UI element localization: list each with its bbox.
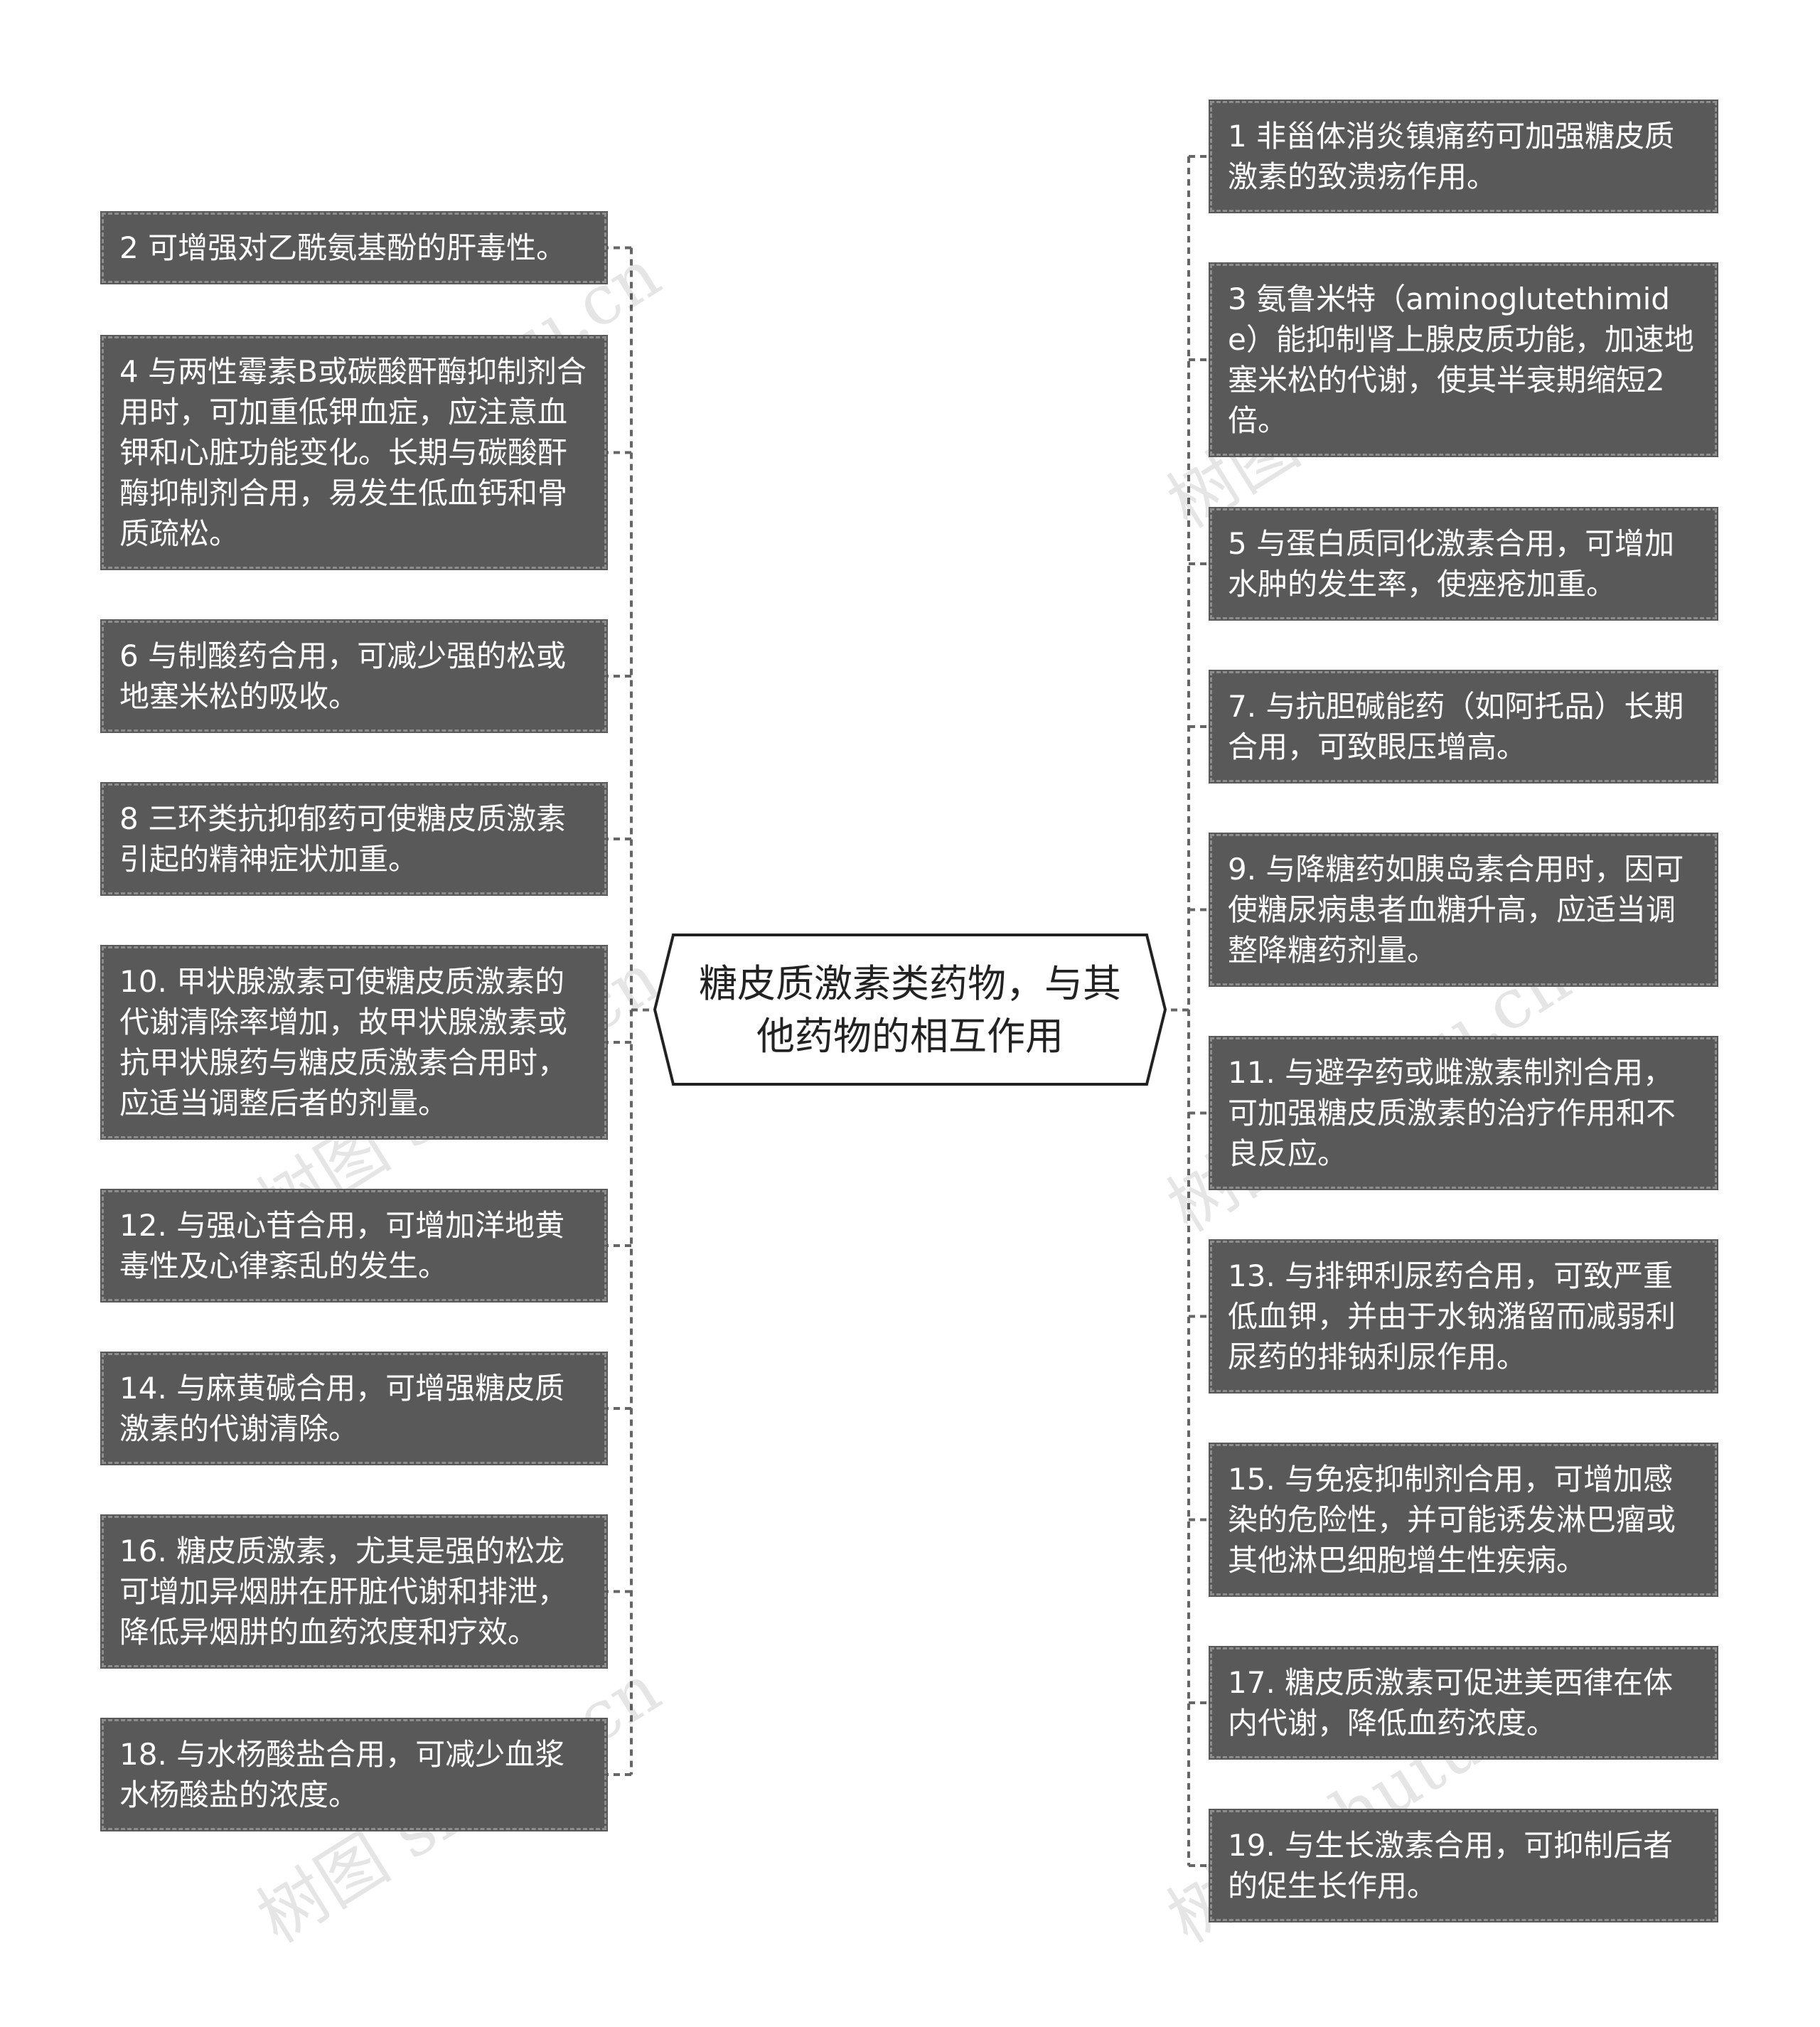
interaction-node-18[interactable]: 18. 与水杨酸盐合用，可减少血浆水杨酸盐的浓度。 xyxy=(100,1718,608,1831)
interaction-node-5[interactable]: 5 与蛋白质同化激素合用，可增加水肿的发生率，使痤疮加重。 xyxy=(1209,507,1718,621)
center-topic[interactable]: 糖皮质激素类药物，与其他药物的相互作用 xyxy=(652,933,1168,1087)
interaction-node-14[interactable]: 14. 与麻黄碱合用，可增强糖皮质激素的代谢清除。 xyxy=(100,1352,608,1465)
interaction-node-16[interactable]: 16. 糖皮质激素，尤其是强的松龙可增加异烟肼在肝脏代谢和排泄，降低异烟肼的血药… xyxy=(100,1514,608,1669)
interaction-node-7[interactable]: 7. 与抗胆碱能药（如阿托品）长期合用，可致眼压增高。 xyxy=(1209,670,1718,783)
interaction-node-17[interactable]: 17. 糖皮质激素可促进美西律在体内代谢，降低血药浓度。 xyxy=(1209,1646,1718,1760)
interaction-node-11[interactable]: 11. 与避孕药或雌激素制剂合用，可加强糖皮质激素的治疗作用和不良反应。 xyxy=(1209,1036,1718,1190)
interaction-node-2[interactable]: 2 可增强对乙酰氨基酚的肝毒性。 xyxy=(100,211,608,284)
interaction-node-8[interactable]: 8 三环类抗抑郁药可使糖皮质激素引起的精神症状加重。 xyxy=(100,782,608,896)
center-hexagon-shape xyxy=(653,934,1167,1086)
interaction-node-13[interactable]: 13. 与排钾利尿药合用，可致严重低血钾，并由于水钠潴留而减弱利尿药的排钠利尿作… xyxy=(1209,1239,1718,1394)
interaction-node-4[interactable]: 4 与两性霉素B或碳酸酐酶抑制剂合用时，可加重低钾血症，应注意血钾和心脏功能变化… xyxy=(100,335,608,570)
interaction-node-15[interactable]: 15. 与免疫抑制剂合用，可增加感染的危险性，并可能诱发淋巴瘤或其他淋巴细胞增生… xyxy=(1209,1443,1718,1597)
interaction-node-9[interactable]: 9. 与降糖药如胰岛素合用时，因可使糖尿病患者血糖升高，应适当调整降糖药剂量。 xyxy=(1209,833,1718,987)
interaction-node-12[interactable]: 12. 与强心苷合用，可增加洋地黄毒性及心律紊乱的发生。 xyxy=(100,1189,608,1303)
interaction-node-6[interactable]: 6 与制酸药合用，可减少强的松或地塞米松的吸收。 xyxy=(100,619,608,733)
interaction-node-10[interactable]: 10. 甲状腺激素可使糖皮质激素的代谢清除率增加，故甲状腺激素或抗甲状腺药与糖皮… xyxy=(100,945,608,1140)
center-topic-title: 糖皮质激素类药物，与其他药物的相互作用 xyxy=(699,961,1121,1059)
interaction-node-3[interactable]: 3 氨鲁米特（aminoglutethimide）能抑制肾上腺皮质功能，加速地塞… xyxy=(1209,262,1718,457)
interaction-node-19[interactable]: 19. 与生长激素合用，可抑制后者的促生长作用。 xyxy=(1209,1809,1718,1922)
interaction-node-1[interactable]: 1 非甾体消炎镇痛药可加强糖皮质激素的致溃疡作用。 xyxy=(1209,100,1718,213)
